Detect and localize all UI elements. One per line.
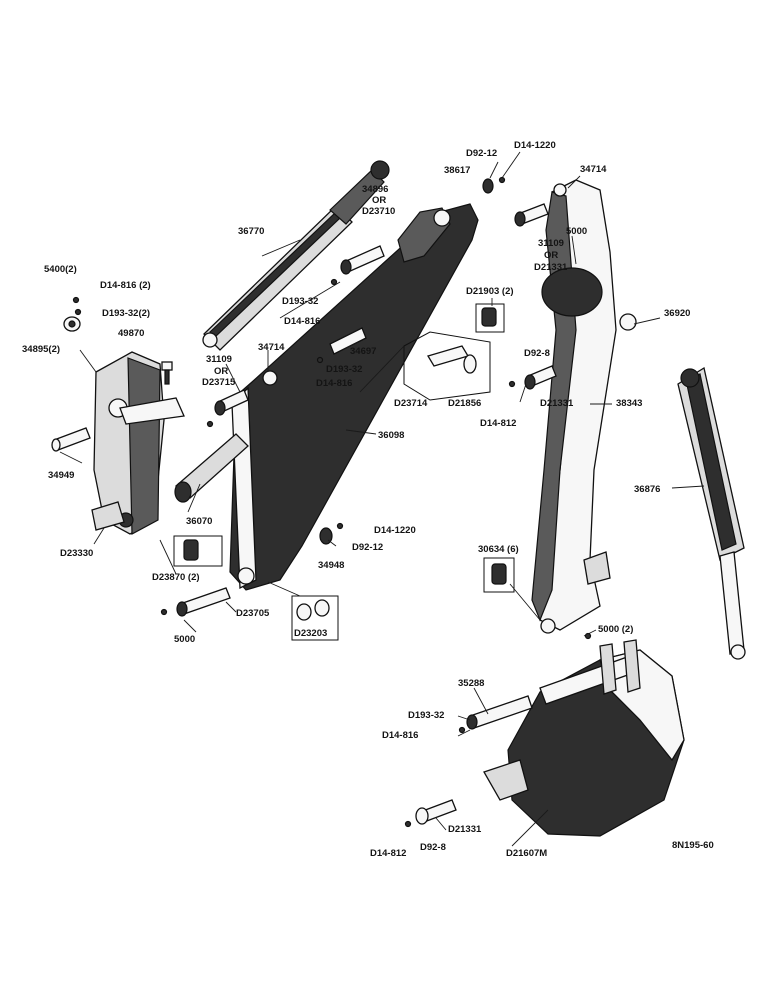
part-labels: 34896 OR D23710 36770 5400(2) D14-816 (2… <box>22 140 714 859</box>
label-35288: 35288 <box>458 678 484 689</box>
label-31109-a: 31109 <box>206 354 232 365</box>
pin-31109-d23715 <box>214 389 249 416</box>
label-34714-a: 34714 <box>258 342 285 353</box>
label-34714-b: 34714 <box>580 164 607 175</box>
label-36770: 36770 <box>238 226 264 237</box>
label-36070: 36070 <box>186 516 212 527</box>
label-38343: 38343 <box>616 398 642 409</box>
pin-d21331-right <box>524 365 557 390</box>
drawing-number: 8N195-60 <box>672 840 714 851</box>
label-d14-816-c: D14-816 <box>382 730 418 741</box>
label-d193-32-a: D193-32 <box>282 296 318 307</box>
dipper-stick-36098 <box>229 203 479 591</box>
label-49870: 49870 <box>118 328 144 339</box>
bushing-d23203 <box>291 595 339 641</box>
label-d23705: D23705 <box>236 608 270 619</box>
hydraulic-cylinder-36770 <box>202 160 390 351</box>
label-d92-12-a: D92-12 <box>352 542 383 553</box>
washer-38617 <box>482 178 494 194</box>
label-d21607m: D21607M <box>506 848 547 859</box>
pin-d23705 <box>176 587 231 617</box>
bushing-d21903 <box>475 303 505 333</box>
label-30634: 30634 (6) <box>478 544 519 555</box>
label-d21856: D21856 <box>448 398 481 409</box>
label-36098: 36098 <box>378 430 404 441</box>
label-31109-b: 31109 <box>538 238 564 249</box>
pin-31109-d21331 <box>514 203 549 227</box>
boom-38343 <box>531 179 637 634</box>
label-d193-32-c: D193-32 <box>408 710 444 721</box>
label-d193-32-2: D193-32(2) <box>102 308 150 319</box>
label-or-2: OR <box>214 366 228 377</box>
bolt-49870 <box>161 361 173 385</box>
pin-box-d23714-d21856 <box>403 331 491 401</box>
label-d23203: D23203 <box>294 628 327 639</box>
pin-d21331-bucket <box>415 799 457 825</box>
label-d23714: D23714 <box>394 398 428 409</box>
label-5000-a: 5000 <box>174 634 195 645</box>
label-34948: 34948 <box>318 560 344 571</box>
pin-35288 <box>466 695 533 730</box>
label-d14-816-b: D14-816 <box>316 378 352 389</box>
label-36876: 36876 <box>634 484 660 495</box>
bushing-d23870 <box>173 535 223 567</box>
label-38617: 38617 <box>444 165 470 176</box>
label-or-1: OR <box>372 195 386 206</box>
pin-34949 <box>51 427 91 452</box>
pin-34896 <box>340 245 385 275</box>
label-34896: 34896 <box>362 184 388 195</box>
label-d23870: D23870 (2) <box>152 572 200 583</box>
label-34895: 34895(2) <box>22 344 60 355</box>
label-34697: 34697 <box>350 346 376 357</box>
label-d14-1220-b: D14-1220 <box>514 140 556 151</box>
plate-34895 <box>63 316 81 332</box>
bucket-d21607m <box>483 639 685 837</box>
label-36920: 36920 <box>664 308 690 319</box>
label-34949: 34949 <box>48 470 74 481</box>
label-d14-812-b: D14-812 <box>370 848 406 859</box>
label-d21331-a: D21331 <box>534 262 568 273</box>
link-36070 <box>174 433 249 503</box>
pin-34697 <box>329 327 367 355</box>
label-d92-8-b: D92-8 <box>420 842 446 853</box>
label-5000-c: 5000 (2) <box>598 624 633 635</box>
label-d21331-b: D21331 <box>540 398 574 409</box>
label-d92-8-a: D92-8 <box>524 348 550 359</box>
label-d92-12-b: D92-12 <box>466 148 497 159</box>
swing-post-d23330 <box>91 351 185 535</box>
label-d23715: D23715 <box>202 377 236 388</box>
bushing-30634 <box>483 557 515 593</box>
label-d23330: D23330 <box>60 548 93 559</box>
label-or-3: OR <box>544 250 558 261</box>
label-d193-32-b: D193-32 <box>326 364 362 375</box>
small-hardware-marks <box>72 176 592 828</box>
hydraulic-cylinder-36876 <box>677 366 746 660</box>
label-d14-1220-a: D14-1220 <box>374 525 416 536</box>
label-d21331-c: D21331 <box>448 824 482 835</box>
spacer-34948 <box>319 527 333 545</box>
label-d21903: D21903 (2) <box>466 286 514 297</box>
label-d23710: D23710 <box>362 206 395 217</box>
leader-lines <box>59 151 705 847</box>
label-d14-816-a: D14-816 <box>284 316 320 327</box>
label-5400: 5400(2) <box>44 264 77 275</box>
label-d14-812-a: D14-812 <box>480 418 516 429</box>
label-d14-816-2: D14-816 (2) <box>100 280 151 291</box>
label-5000-b: 5000 <box>566 226 587 237</box>
